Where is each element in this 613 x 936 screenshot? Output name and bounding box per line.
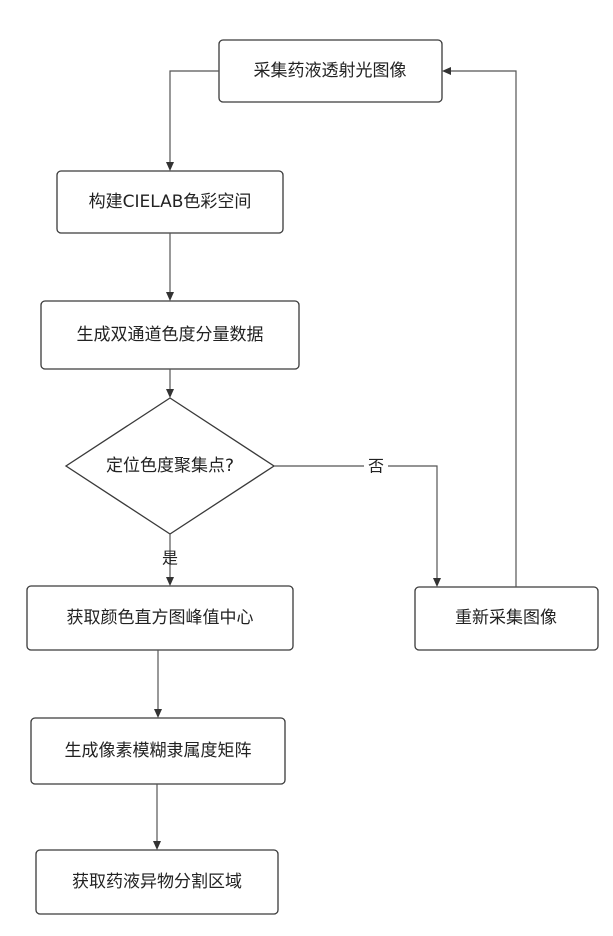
node-get-foreign-region: 获取药液异物分割区域	[36, 850, 278, 914]
edge-generate-to-decision	[166, 369, 174, 398]
arrowhead-icon	[166, 577, 174, 586]
arrowhead-icon	[433, 578, 441, 587]
arrowhead-icon	[166, 389, 174, 398]
arrowhead-icon	[442, 67, 451, 75]
node-locate-chroma-cluster-label: 定位色度聚集点?	[106, 456, 234, 476]
arrowhead-icon	[166, 292, 174, 301]
edge-fuzzy-to-region	[153, 784, 161, 850]
edge-recollect-to-collect	[442, 67, 516, 587]
arrowhead-icon	[154, 709, 162, 718]
edge-peak-to-fuzzy	[154, 650, 162, 718]
node-generate-chroma-data-label: 生成双通道色度分量数据	[77, 325, 264, 345]
edge-label-no: 否	[368, 457, 384, 476]
edge-decision-no	[274, 466, 441, 587]
node-recollect-image: 重新采集图像	[415, 587, 598, 650]
edge-collect-to-build	[166, 71, 219, 171]
edge-build-to-generate	[166, 233, 174, 301]
node-build-cielab-space: 构建CIELAB色彩空间	[57, 171, 283, 233]
node-recollect-image-label: 重新采集图像	[455, 608, 557, 628]
node-get-foreign-region-label: 获取药液异物分割区域	[72, 872, 242, 892]
arrowhead-icon	[166, 162, 174, 171]
node-get-histogram-peak: 获取颜色直方图峰值中心	[27, 586, 293, 650]
node-locate-chroma-cluster: 定位色度聚集点?	[66, 398, 274, 534]
node-generate-chroma-data: 生成双通道色度分量数据	[41, 301, 299, 369]
node-collect-transmission-image-label: 采集药液透射光图像	[254, 61, 407, 81]
node-generate-fuzzy-matrix: 生成像素模糊隶属度矩阵	[31, 718, 285, 784]
arrowhead-icon	[153, 841, 161, 850]
node-get-histogram-peak-label: 获取颜色直方图峰值中心	[67, 608, 254, 628]
node-collect-transmission-image: 采集药液透射光图像	[219, 40, 442, 102]
node-build-cielab-space-label: 构建CIELAB色彩空间	[89, 192, 252, 212]
edge-label-yes: 是	[162, 549, 178, 568]
node-generate-fuzzy-matrix-label: 生成像素模糊隶属度矩阵	[65, 741, 252, 761]
